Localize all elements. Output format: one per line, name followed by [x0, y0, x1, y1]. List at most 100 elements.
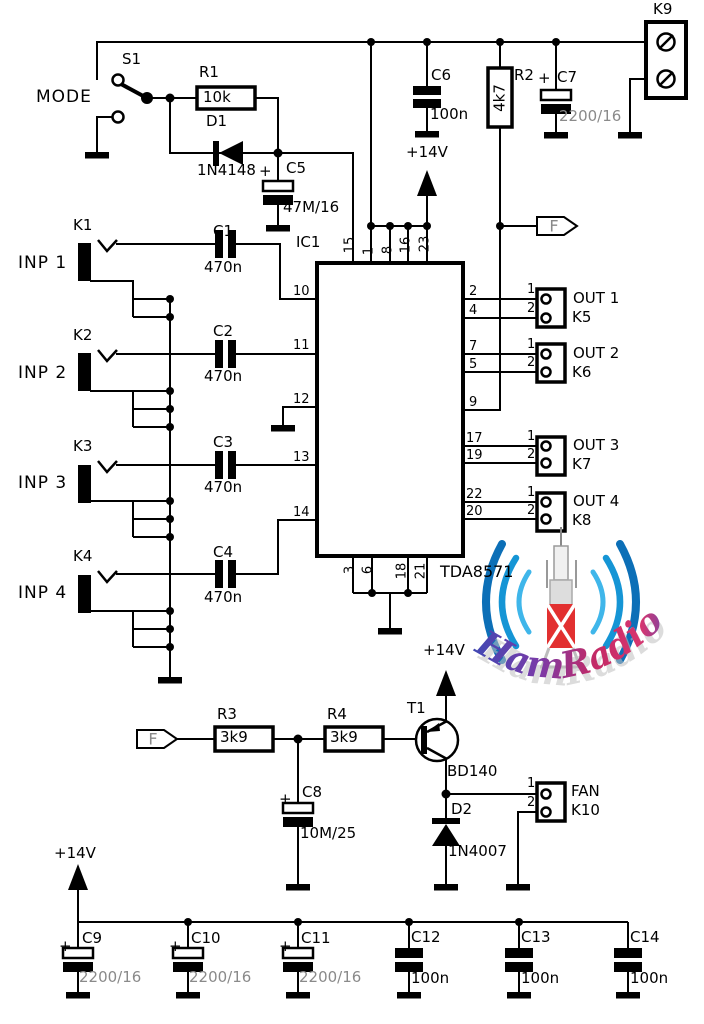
- ic1-ref: IC1: [296, 233, 321, 251]
- input-jacks: [78, 239, 118, 613]
- k2-label: K2: [73, 326, 93, 344]
- inp2-label: INP 2: [18, 363, 68, 383]
- c5-value: 47M/16: [283, 198, 340, 216]
- connector-k7: [535, 435, 567, 477]
- plus14v-top-label: +14V: [406, 143, 448, 161]
- out1-label: OUT 1: [573, 289, 620, 307]
- resistor-r3: [213, 725, 275, 753]
- resistors: [195, 66, 514, 753]
- c5-ref: C5: [286, 159, 307, 177]
- k6-pin2: 2: [527, 355, 536, 370]
- c1-ref: C1: [213, 222, 234, 240]
- ic-pin-9: 9: [469, 395, 478, 410]
- r1-value: 10k: [203, 88, 231, 106]
- ic-pin-13: 13: [293, 450, 310, 465]
- k8-label: K8: [572, 511, 592, 529]
- k1-label: K1: [73, 216, 93, 234]
- c8-value: 10M/25: [300, 824, 357, 842]
- k10-pin1: 1: [527, 776, 536, 791]
- c6-ref: C6: [431, 66, 452, 84]
- k7-pin1: 1: [527, 429, 536, 444]
- plus14v-t1-label: +14V: [423, 641, 465, 659]
- cap-c10: [171, 946, 205, 972]
- ic-pin-21: 21: [413, 562, 429, 580]
- cap-c12: [395, 948, 423, 958]
- c9-plus: +: [59, 937, 72, 955]
- c7-value: 2200/16: [559, 107, 622, 125]
- resistor-r1: [195, 85, 257, 111]
- net-flags: [136, 216, 579, 749]
- flag-f-right: [536, 216, 579, 236]
- c13-value: 100n: [521, 969, 560, 987]
- c6-value: 100n: [430, 105, 469, 123]
- ic-pin-19: 19: [466, 448, 483, 463]
- connectors: [535, 20, 688, 823]
- c14-ref: C14: [630, 928, 660, 946]
- r2-ref: R2: [514, 66, 534, 84]
- c4-ref: C4: [213, 543, 234, 561]
- cap-c8: [281, 801, 315, 827]
- c11-value: 2200/16: [299, 968, 362, 986]
- k10-label: K10: [571, 801, 600, 819]
- ic-pin-22: 22: [466, 487, 483, 502]
- connector-k6: [535, 342, 567, 384]
- ic-pin-10: 10: [293, 284, 310, 299]
- cap-c2: [215, 340, 223, 368]
- connector-k5: [535, 287, 567, 329]
- ic1-part: TDA8571: [440, 562, 514, 581]
- r2-value: 4k7: [490, 84, 509, 112]
- c7-plus: +: [538, 69, 551, 87]
- r4-ref: R4: [327, 705, 347, 723]
- c10-plus: +: [169, 937, 182, 955]
- c1-value: 470n: [204, 258, 243, 276]
- ic-pin-2: 2: [469, 284, 478, 299]
- jack-k2: [78, 353, 91, 391]
- c5-plus: +: [259, 162, 272, 180]
- out4-label: OUT 4: [573, 492, 620, 510]
- k5-label: K5: [572, 308, 592, 326]
- c11-plus: +: [279, 937, 292, 955]
- mode-label: MODE: [36, 87, 92, 107]
- k7-pin2: 2: [527, 447, 536, 462]
- switch-s1: [111, 73, 146, 124]
- resistor-r4: [323, 725, 385, 753]
- resistor-r2: [486, 66, 514, 129]
- c7-ref: C7: [557, 68, 578, 86]
- s1-ref: S1: [122, 50, 142, 68]
- c13-ref: C13: [521, 928, 551, 946]
- film-capacitors: [215, 86, 642, 972]
- ic-pin-1: 1: [361, 246, 377, 256]
- plus14v-arrow-t1: [436, 670, 456, 696]
- cap-c13: [505, 948, 533, 958]
- d1-value: 1N4148: [197, 161, 256, 179]
- cap-c5: [261, 179, 295, 205]
- r3-ref: R3: [217, 705, 237, 723]
- r4-value: 3k9: [330, 728, 358, 746]
- ic-tda8571-body: [315, 261, 465, 558]
- flag-f-left-label: F: [148, 729, 158, 749]
- ic-pin-3: 3: [342, 565, 358, 575]
- ic-pin-12: 12: [293, 392, 310, 407]
- c11-ref: C11: [301, 929, 331, 947]
- c2-value: 470n: [204, 367, 243, 385]
- plus14v-bottom-label: +14V: [54, 844, 96, 862]
- cap-c1: [215, 230, 223, 258]
- cap-c6: [413, 86, 441, 95]
- c10-value: 2200/16: [189, 968, 252, 986]
- ic-pin-14: 14: [293, 505, 310, 520]
- c10-ref: C10: [191, 929, 221, 947]
- cap-c11: [281, 946, 315, 972]
- k3-label: K3: [73, 437, 93, 455]
- r1-ref: R1: [199, 63, 219, 81]
- d2-ref: D2: [451, 800, 473, 818]
- ic-pin-18: 18: [394, 562, 410, 580]
- cap-c9: [61, 946, 95, 972]
- k7-label: K7: [572, 455, 592, 473]
- t1-value: BD140: [447, 762, 498, 780]
- ic-pin-17: 17: [466, 431, 483, 446]
- cap-c3: [215, 451, 223, 479]
- jack-k1: [78, 243, 91, 281]
- c9-value: 2200/16: [79, 968, 142, 986]
